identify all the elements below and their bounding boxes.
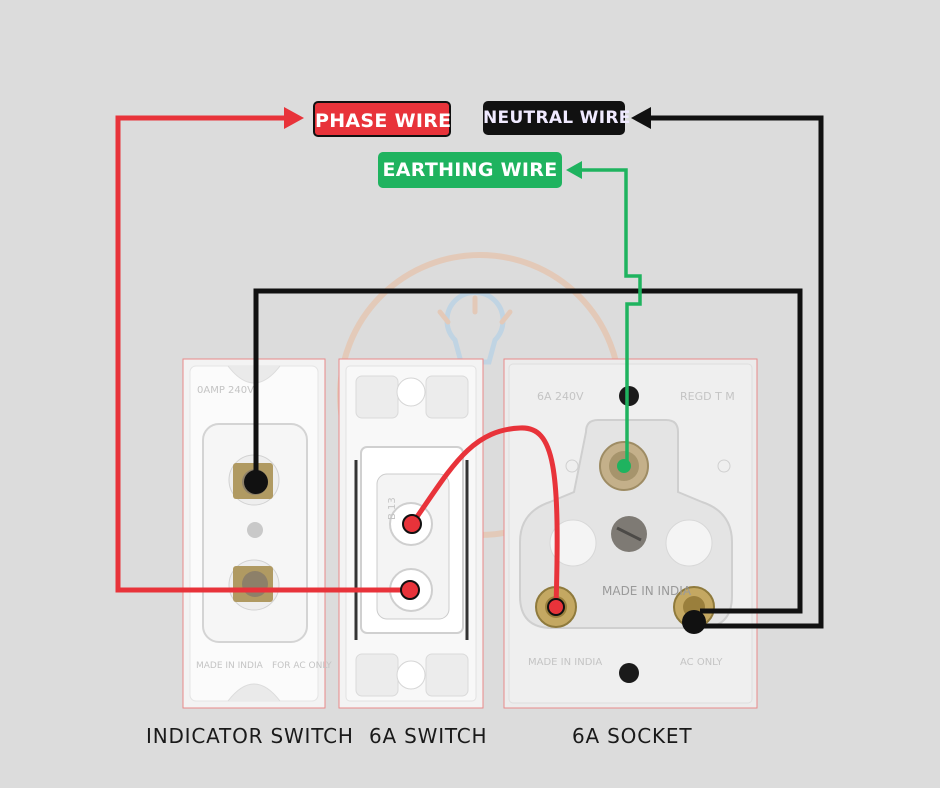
socket-embossing-bottom-left: MADE IN INDIA (528, 657, 602, 668)
socket-embossing-bottom-right: AC ONLY (680, 657, 723, 668)
indicator-embossing-bottom-left: MADE IN INDIA (196, 661, 264, 671)
indicator-neutral-dot (244, 470, 268, 494)
neutral-wire-label: NEUTRAL WIRE (483, 101, 630, 135)
phase-arrow-head (284, 107, 304, 129)
phase-wire-label: PHASE WIRE (313, 101, 451, 137)
socket-phase-pin-dot (547, 598, 565, 616)
six-amp-socket-caption: 6A SOCKET (572, 724, 693, 748)
switch-embossing: B 13 (387, 497, 398, 520)
socket-embossing-top-right: REGD T M (680, 390, 735, 403)
socket-earth-pin-dot (617, 459, 631, 473)
earthing-wire-label: EARTHING WIRE (378, 152, 562, 188)
indicator-switch-caption: INDICATOR SWITCH (146, 724, 354, 748)
socket-embossing-top-left: 6A 240V (537, 390, 584, 403)
indicator-embossing-bottom-right: FOR AC ONLY (272, 661, 332, 671)
phase-wire (115, 115, 410, 593)
socket-neutral-pin-dot (682, 610, 706, 634)
switch-terminal-lower-dot (400, 580, 420, 600)
neutral-arrow-head (631, 107, 651, 129)
switch-terminal-upper-dot (402, 514, 422, 534)
earthing-arrow-head (566, 161, 582, 179)
indicator-embossing-top: 0AMP 240V (197, 385, 254, 396)
socket-embossing-center: MADE IN INDIA (602, 584, 692, 598)
neutral-wire-outer (644, 115, 824, 629)
six-amp-socket: 6A 240V REGD T M MADE IN INDIA MADE IN I… (503, 358, 758, 709)
neutral-wire-inner (253, 288, 803, 614)
earthing-wire (580, 168, 642, 466)
six-amp-switch-caption: 6A SWITCH (369, 724, 488, 748)
phase-loop-wire (409, 425, 560, 608)
